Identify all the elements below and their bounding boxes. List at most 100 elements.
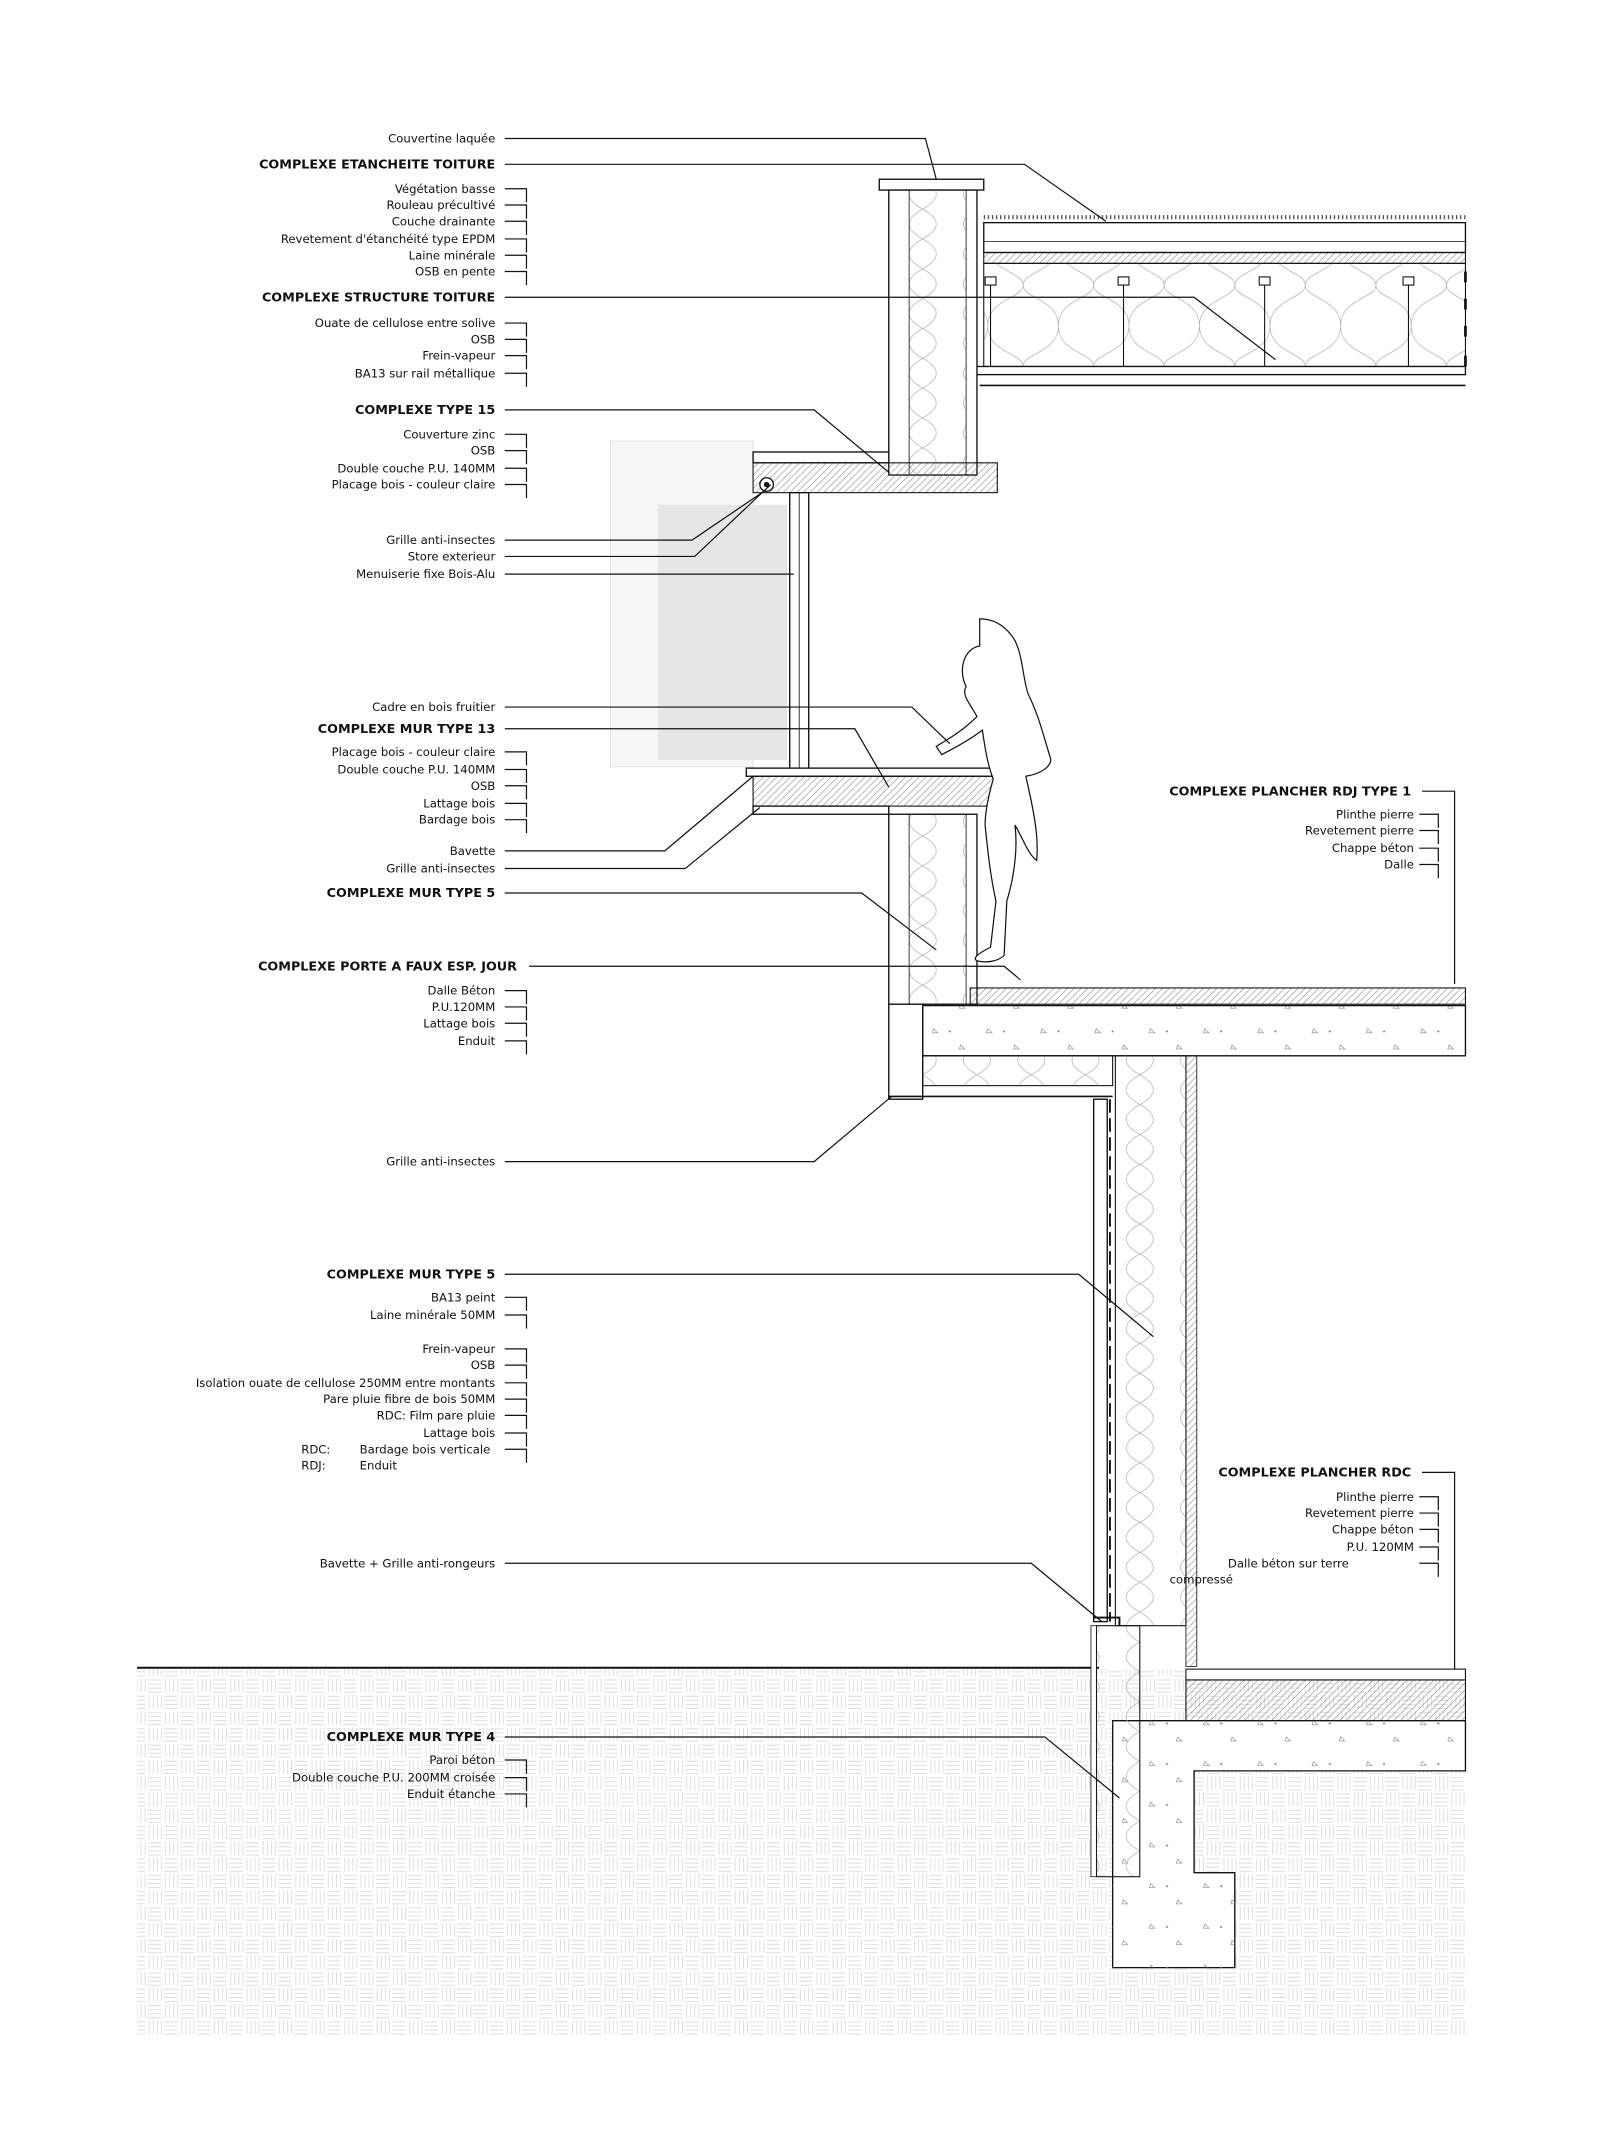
bracket-line	[504, 1793, 528, 1808]
leader-line	[504, 1273, 1154, 1338]
annotation-heading: COMPLEXE MUR TYPE 13	[318, 722, 496, 737]
leader-line	[504, 409, 890, 473]
annotation-label: OSB	[471, 444, 496, 458]
annotation-label: OSB	[471, 332, 496, 346]
annotation-label: P.U. 120MM	[1347, 1540, 1414, 1554]
bracket-line	[504, 449, 528, 465]
bracket-line	[504, 802, 528, 817]
annotation-label: Grille anti-insectes	[386, 862, 495, 876]
bracket-line	[504, 785, 528, 800]
leader-line	[504, 163, 1107, 222]
annotation-label: Revetement pierre	[1305, 1506, 1414, 1520]
annotation-label: Store exterieur	[408, 550, 496, 564]
bracket-line	[504, 433, 528, 448]
annotation-label: Isolation ouate de cellulose 250MM entre…	[196, 1376, 495, 1390]
annotation-label: Dalle béton sur terre	[1228, 1556, 1349, 1570]
annotation-label: Couverture zinc	[403, 427, 495, 441]
annotation-label: Double couche P.U. 140MM	[337, 763, 495, 777]
annotation-label: BA13 peint	[431, 1290, 496, 1304]
annotation-label: Bavette + Grille anti-rongeurs	[320, 1556, 496, 1570]
annotation-heading: COMPLEXE PLANCHER RDC	[1218, 1465, 1411, 1480]
annotation-label: Ouate de cellulose entre solive	[315, 316, 495, 330]
annotation-heading: COMPLEXE ETANCHEITE TOITURE	[259, 157, 495, 172]
bracket-line	[504, 322, 528, 337]
annotation-label: Chappe béton	[1332, 1522, 1414, 1536]
bracket-line	[504, 1022, 528, 1037]
bracket-line	[504, 1448, 528, 1463]
annotation-heading: COMPLEXE STRUCTURE TOITURE	[262, 290, 495, 305]
bracket-line	[1419, 847, 1439, 862]
annotation-label: Frein-vapeur	[422, 349, 495, 363]
bracket-line	[504, 467, 528, 482]
annotation-label: Placage bois - couleur claire	[332, 478, 496, 492]
annotation-prefix: RDJ:	[301, 1459, 325, 1473]
annotation-label: Double couche P.U. 140MM	[337, 461, 495, 475]
annotation-label: Bardage bois	[419, 813, 495, 827]
leader-line	[504, 1736, 1120, 1799]
annotation-label: Revetement d'étanchéité type EPDM	[281, 232, 495, 246]
annotation-label: Lattage bois	[423, 796, 495, 810]
canopy-type-15	[610, 440, 998, 768]
wall-type-13	[745, 767, 999, 815]
annotation-label: Couche drainante	[392, 214, 496, 228]
leader-line	[504, 728, 890, 788]
joist	[984, 276, 997, 286]
annotation-label: OSB en pente	[415, 265, 495, 279]
annotation-label: compressé	[1170, 1573, 1233, 1587]
bracket-line	[504, 1040, 528, 1055]
bracket-line	[504, 355, 528, 370]
annotation-heading: COMPLEXE MUR TYPE 5	[327, 886, 496, 901]
green-roof	[969, 215, 1467, 387]
annotation-label: Grille anti-insectes	[386, 533, 495, 547]
bracket-line	[504, 1296, 528, 1311]
bracket-line	[504, 1364, 528, 1379]
bracket-line	[504, 768, 528, 784]
bracket-line	[504, 1432, 528, 1447]
annotation-label: Bavette	[450, 844, 496, 858]
annotation-label: RDC: Film pare pluie	[377, 1408, 496, 1422]
leader-line	[1422, 790, 1456, 984]
annotation-label: OSB	[471, 1358, 496, 1372]
annotation-label: Chappe béton	[1332, 841, 1414, 855]
bracket-line	[504, 254, 528, 269]
leader-line	[529, 965, 1021, 981]
bracket-line	[1419, 1562, 1439, 1577]
leader-line	[504, 490, 765, 541]
leader-line	[1422, 1471, 1456, 1670]
bracket-line	[1419, 829, 1439, 845]
annotation-label: Dalle Béton	[428, 984, 496, 998]
bracket-line	[504, 1006, 528, 1021]
leader-line	[504, 775, 754, 852]
wall-type-4	[1090, 1616, 1141, 1878]
annotation-label: Paroi béton	[429, 1753, 495, 1767]
annotation-label: OSB	[471, 779, 496, 793]
bracket-line	[1419, 1546, 1439, 1561]
bracket-line	[504, 1348, 528, 1363]
annotation-label: P.U.120MM	[432, 1000, 496, 1014]
leader-line	[504, 296, 1276, 361]
bracket-line	[504, 483, 528, 499]
annotation-label: Plinthe pierre	[1336, 807, 1414, 821]
bracket-line	[1419, 1496, 1439, 1511]
annotation-label: Enduit étanche	[407, 1787, 495, 1801]
annotation-label: Double couche P.U. 200MM croisée	[292, 1771, 495, 1785]
annotation-label: Dalle	[1384, 858, 1414, 872]
annotation-label: Enduit	[458, 1034, 496, 1048]
bracket-line	[504, 372, 528, 387]
fixed-window	[789, 491, 810, 772]
person-silhouette	[935, 618, 1052, 963]
joist	[1402, 276, 1415, 286]
annotation-label: BA13 sur rail métallique	[355, 366, 496, 380]
parapet-wall	[878, 178, 985, 476]
annotation-heading: COMPLEXE PORTE A FAUX ESP. JOUR	[258, 959, 517, 974]
bracket-line	[1419, 813, 1439, 828]
annotation-label: Bardage bois verticale	[360, 1442, 491, 1456]
bracket-line	[504, 1777, 528, 1792]
annotation-label: Grille anti-insectes	[386, 1155, 495, 1169]
floor-rdc	[1111, 1668, 1467, 1969]
annotation-heading: COMPLEXE MUR TYPE 5	[327, 1267, 496, 1282]
leader-line	[504, 892, 937, 951]
annotation-heading: COMPLEXE PLANCHER RDJ TYPE 1	[1169, 784, 1411, 799]
annotation-heading: COMPLEXE MUR TYPE 4	[327, 1730, 496, 1745]
